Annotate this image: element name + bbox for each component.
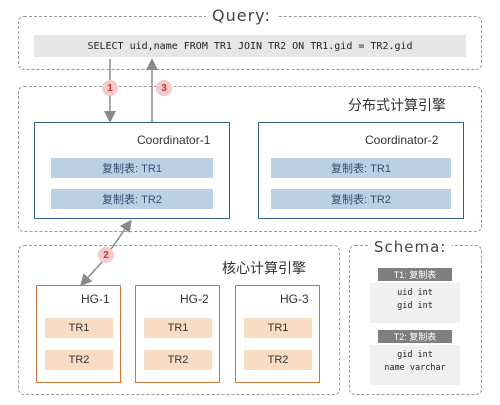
- query-title: Query:: [206, 6, 277, 25]
- distributed-engine-label: 分布式计算引擎: [348, 98, 446, 114]
- step-badge: 2: [98, 247, 114, 263]
- coordinator-title: Coordinator-1: [137, 133, 211, 147]
- schema-field: name varchar: [384, 363, 446, 373]
- arrow-step-2-b: [79, 261, 103, 287]
- coordinator-table-row: 复制表: TR2: [51, 189, 213, 209]
- core-engine-panel: [18, 245, 340, 395]
- schema-table-header: T1: 复制表: [378, 268, 452, 281]
- sql-statement: SELECT uid,name FROM TR1 JOIN TR2 ON TR1…: [34, 35, 466, 57]
- schema-table-header: T2: 复制表: [378, 330, 452, 343]
- hg-table-row: TR1: [144, 318, 212, 338]
- hg-table-row: TR2: [144, 350, 212, 370]
- schema-table-fields: uid int gid int: [370, 283, 460, 323]
- step-badge: 3: [156, 80, 172, 96]
- core-engine-label: 核心计算引擎: [222, 261, 306, 277]
- coordinator-2: Coordinator-2 复制表: TR1 复制表: TR2: [258, 122, 464, 219]
- distributed-engine-panel: [18, 86, 482, 232]
- hg-table-row: TR1: [244, 318, 312, 338]
- hg-table-row: TR2: [244, 350, 312, 370]
- coordinator-table-row: 复制表: TR1: [271, 158, 451, 178]
- hg-title: HG-3: [280, 292, 309, 306]
- coordinator-table-row: 复制表: TR2: [271, 189, 451, 209]
- schema-field: uid int: [397, 288, 433, 298]
- step-badge: 1: [102, 80, 118, 96]
- schema-field: gid int: [397, 301, 433, 311]
- schema-table-fields: gid int name varchar: [370, 345, 460, 385]
- schema-field: gid int: [397, 350, 433, 360]
- hg-table-row: TR1: [45, 318, 113, 338]
- hg-2: HG-2 TR1 TR2: [135, 285, 220, 383]
- hg-title: HG-1: [81, 292, 110, 306]
- hg-3: HG-3 TR1 TR2: [235, 285, 320, 383]
- coordinator-title: Coordinator-2: [365, 133, 439, 147]
- schema-title: Schema:: [368, 238, 453, 256]
- hg-title: HG-2: [180, 292, 209, 306]
- coordinator-1: Coordinator-1 复制表: TR1 复制表: TR2: [34, 122, 230, 219]
- hg-table-row: TR2: [45, 350, 113, 370]
- hg-1: HG-1 TR1 TR2: [36, 285, 121, 383]
- coordinator-table-row: 复制表: TR1: [51, 158, 213, 178]
